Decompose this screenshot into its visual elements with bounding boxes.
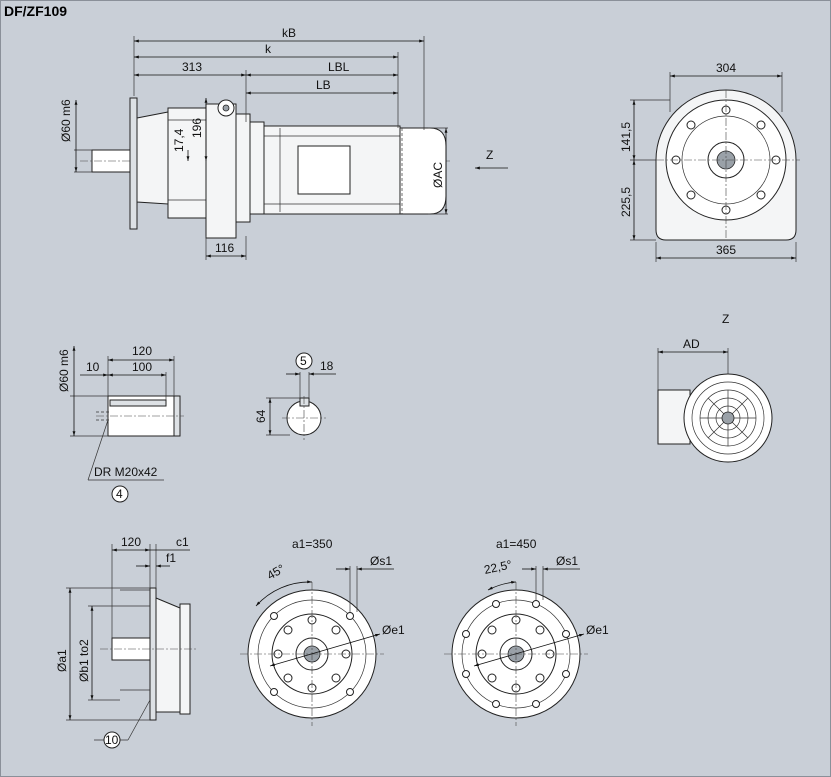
thread-label: DR M20x42 [94,465,158,479]
dim-kB-label: kB [282,26,296,40]
dim-angle-22-5 [487,580,517,591]
flange-350-dimensions: a1=350 45° Øs1 Øe1 [255,537,405,667]
flange-housing [155,597,181,713]
gear-housing-rear [205,103,237,239]
gear-housing-front [136,111,169,205]
flange-350-label: a1=350 [292,537,333,551]
dim-116-label: 116 [215,241,234,255]
keyway [109,399,167,407]
dim-196-label: 196 [190,118,204,138]
dim-angle-45-label: 45° [265,561,288,582]
dim-10-label: 10 [86,360,100,374]
dim-f1-label: f1 [166,551,176,565]
dim-225-5-label: 225,5 [619,187,633,217]
callout-4 [111,485,129,503]
dim-141-5-label: 141,5 [619,122,633,152]
callout-5 [295,352,313,370]
z-view-label: Z [722,312,729,326]
flange-450-dimensions: a1=450 22,5° Øs1 Øe1 [473,537,609,667]
flange-disc [149,587,157,721]
callout-10-label: 10 [105,733,119,747]
front-view-dimensions: 304 365 141,5 225,5 [619,61,797,262]
side-view-dimensions: kB k 313 LBL LB 116 Ø60 m6 196 17,4 ØAC … [59,26,508,260]
terminal-box [297,145,351,195]
callout-4-label: 4 [116,487,123,501]
dim-c1-label: c1 [176,535,189,549]
dim-304-label: 304 [716,61,736,75]
drawing-title: DF/ZF109 [4,3,68,19]
dim-365-label: 365 [716,243,736,257]
dim-a1-label: Øa1 [55,649,69,672]
dim-18-label: 18 [320,359,334,373]
z-view: Z [657,312,773,463]
dim-LB-label: LB [316,78,331,92]
dim-e1-350 [269,633,381,667]
shaft-detail-dimensions: 120 10 100 Ø60 m6 DR M20x42 4 [57,344,175,503]
flange-detail-dimensions: 120 c1 f1 Øa1 Øb1 to2 10 [55,535,190,749]
callout-5-label: 5 [300,354,307,368]
flange-450-label: a1=450 [496,537,537,551]
dim-64-label: 64 [254,409,268,423]
dim-AC-label: ØAC [431,162,445,188]
dim-s1-350-label: Øs1 [370,554,392,568]
view-arrow-z-label: Z [486,148,493,162]
dim-AD-label: AD [683,337,700,351]
dim-e1-450-label: Øe1 [586,623,609,637]
dim-flange-120-label: 120 [121,535,141,549]
key-detail-dimensions: 5 18 64 [254,352,336,436]
dim-b1-label: Øb1 to2 [77,639,91,682]
flange-plate [129,97,138,230]
flange-detail [100,587,196,721]
dim-LBL-label: LBL [328,60,350,74]
dim-100-label: 100 [132,360,152,374]
dim-angle-45 [255,580,313,607]
dim-313-label: 313 [182,60,202,74]
front-view [655,89,800,241]
dim-s1-450-label: Øs1 [556,554,578,568]
z-view-dimensions: AD [657,337,729,390]
side-view [80,97,450,239]
shaft-detail [96,395,184,437]
callout-10 [103,731,121,749]
key-detail [282,396,326,440]
dim-k-label: k [265,42,272,56]
dim-shaft-detail-label: Ø60 m6 [57,349,71,392]
dim-e1-450 [473,633,585,667]
key-section [299,397,310,407]
dim-shaft-label: Ø60 m6 [59,99,73,142]
dim-17-4-label: 17,4 [172,128,186,152]
dim-angle-22-5-label: 22,5° [483,557,514,577]
dim-120-label: 120 [132,344,152,358]
dim-e1-350-label: Øe1 [382,623,405,637]
